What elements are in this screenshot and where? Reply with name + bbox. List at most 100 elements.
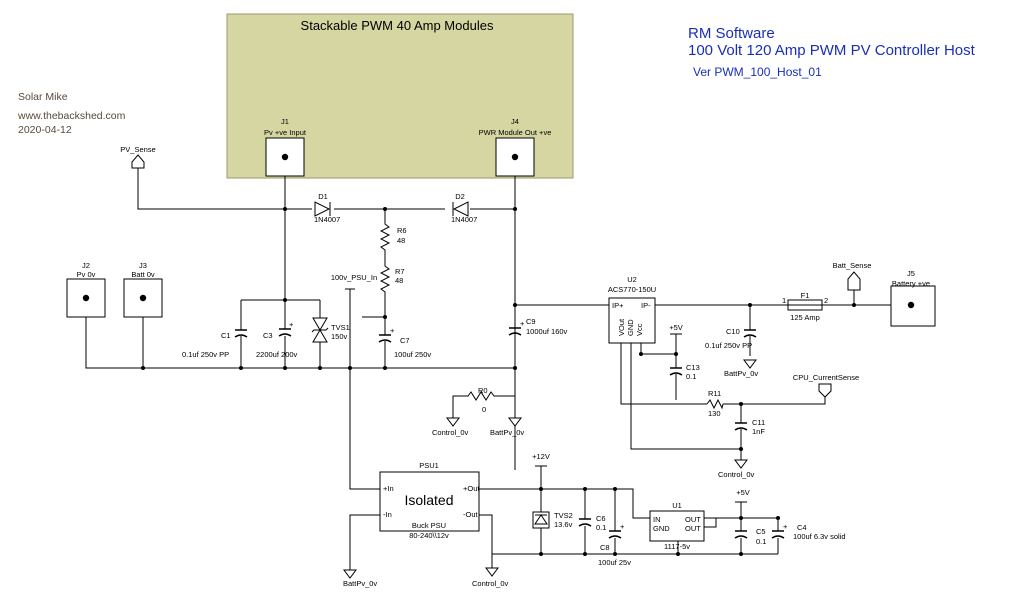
diode-d1 xyxy=(314,201,331,217)
r6-r7-chain xyxy=(379,209,391,317)
ground-control-1 xyxy=(446,417,460,427)
u2-pin-vout: VOut xyxy=(617,318,626,336)
tvs2-symbol xyxy=(534,514,548,525)
junctions xyxy=(141,207,856,556)
u1-pin-out-2: OUT xyxy=(685,524,701,533)
capacitor-c13 xyxy=(669,367,683,376)
d1-value: 1N4007 xyxy=(314,215,340,224)
capacitor-c4: + xyxy=(771,522,788,539)
svg-text:+: + xyxy=(289,320,294,329)
psu1-pin-in-plus: +In xyxy=(383,484,394,493)
ground-battpv-1 xyxy=(508,417,522,427)
resistor-r11 xyxy=(706,398,724,410)
current-sensor-u2 xyxy=(608,297,656,344)
tvs-diode-tvs1 xyxy=(311,317,329,343)
connector-j2-ref: J2 xyxy=(82,261,90,270)
capacitor-c7: + xyxy=(378,326,395,343)
c9-value: 1000uf 160v xyxy=(526,327,568,336)
c6-ref: C6 xyxy=(596,514,606,523)
regulator-u1 xyxy=(649,510,705,542)
ground-battpv-2 xyxy=(743,359,757,369)
u2-value: ACS770-150U xyxy=(608,285,656,294)
psu1-pin-out-minus: -Out xyxy=(463,510,479,519)
c6-value: 0.1 xyxy=(596,523,606,532)
r6-value: 48 xyxy=(397,236,405,245)
connector-j2-pin xyxy=(82,294,90,302)
svg-text:+: + xyxy=(620,522,625,531)
module-box-title: Stackable PWM 40 Amp Modules xyxy=(301,18,494,33)
author-date: 2020-04-12 xyxy=(18,124,72,136)
c7-value: 100uf 250v xyxy=(394,350,431,359)
c11-ref: C11 xyxy=(752,418,765,427)
connector-j5-pin xyxy=(907,301,915,309)
connector-j1-ref: J1 xyxy=(281,117,289,126)
psu1-range: 80-240\\12v xyxy=(409,531,449,540)
r0-ref: R0 xyxy=(478,386,488,395)
capacitor-c8: + xyxy=(608,522,625,539)
capacitor-c3: + xyxy=(278,320,294,337)
psu1-pin-in-minus: -In xyxy=(383,510,392,519)
capacitor-c9: + xyxy=(508,319,525,336)
gnd-control-3-label: Control_0v xyxy=(472,579,509,588)
tvs1-ref: TVS1 xyxy=(331,323,350,332)
c1-ref: C1 xyxy=(221,331,231,340)
svg-text:+: + xyxy=(520,319,525,328)
r11-ref: R11 xyxy=(708,389,721,398)
f1-pin-2: 2 xyxy=(824,296,828,305)
c1-value: 0.1uf 250v PP xyxy=(182,350,229,359)
f1-ref: F1 xyxy=(801,291,810,300)
net-plus5v-b: +5V xyxy=(736,488,750,497)
version-label: Ver PWM_100_Host_01 xyxy=(693,65,822,79)
diode-d2 xyxy=(452,201,469,217)
c10-ref: C10 xyxy=(726,327,740,336)
d2-value: 1N4007 xyxy=(451,215,477,224)
u2-pin-vcc: Vcc xyxy=(635,323,644,336)
connector-j5-label: Battery +ve xyxy=(892,279,930,288)
ground-control-3 xyxy=(485,567,499,577)
capacitor-c6 xyxy=(578,518,592,527)
psu1-value: Buck PSU xyxy=(412,521,446,530)
r0-value: 0 xyxy=(482,405,486,414)
f1-pin-1: 1 xyxy=(782,296,786,305)
gnd-battpv-1-label: BattPv_0v xyxy=(490,428,524,437)
tvs1-value: 150v xyxy=(331,332,348,341)
c4-value: 100uf 6.3v solid xyxy=(793,532,846,541)
c5-ref: C5 xyxy=(756,527,766,536)
c9-ref: C9 xyxy=(526,317,536,326)
c10-value: 0.1uf 250v PP xyxy=(705,341,752,350)
schematic-title: 100 Volt 120 Amp PWM PV Controller Host xyxy=(688,42,976,59)
tvs2-value: 13.6v xyxy=(554,520,573,529)
r6-ref: R6 xyxy=(397,226,407,235)
u2-pin-ip-minus: IP- xyxy=(641,301,651,310)
u2-ref: U2 xyxy=(627,275,637,284)
psu1-label: Isolated xyxy=(404,492,453,508)
u2-pin-gnd: GND xyxy=(626,319,635,336)
net-batt-sense: Batt_Sense xyxy=(833,261,872,270)
connector-j3-pin xyxy=(139,294,147,302)
author-site: www.thebackshed.com xyxy=(17,110,126,122)
c8-ref: C8 xyxy=(600,543,610,552)
psu1-pin-out-plus: +Out xyxy=(463,484,480,493)
connector-j1-pin xyxy=(281,153,289,161)
c5-value: 0.1 xyxy=(756,537,766,546)
connector-j4-label: PWR Module Out +ve xyxy=(479,128,552,137)
c7-ref: C7 xyxy=(400,336,410,345)
svg-text:+: + xyxy=(390,326,395,335)
r0-wires xyxy=(452,391,516,418)
r11-value: 130 xyxy=(708,409,721,418)
c3-value: 2200uf 200v xyxy=(256,350,298,359)
psu-module xyxy=(379,471,480,532)
connector-j3-ref: J3 xyxy=(139,261,147,270)
connector-j5-ref: J5 xyxy=(907,269,915,278)
d2-ref: D2 xyxy=(455,192,465,201)
psu-in-wires xyxy=(345,288,385,490)
u1-pin-gnd: GND xyxy=(653,524,670,533)
tvs2-ref: TVS2 xyxy=(554,511,573,520)
net-psu-in: 100v_PSU_In xyxy=(331,273,377,282)
connector-j2-label: Pv 0v xyxy=(77,270,96,279)
u2-pin-ip-plus: IP+ xyxy=(612,301,624,310)
r7-ref: R7 xyxy=(395,267,405,276)
c13-value: 0.1 xyxy=(686,372,696,381)
